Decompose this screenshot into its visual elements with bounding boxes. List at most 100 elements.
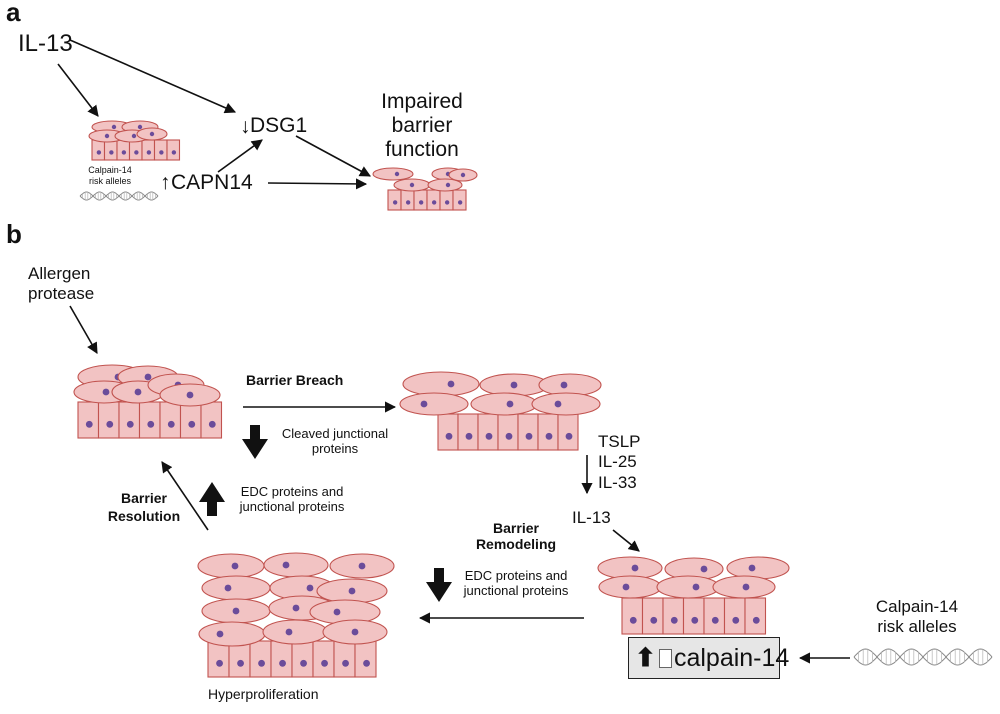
calpain-up-arrow: ⬆ (635, 644, 656, 672)
cell-nucleus (394, 171, 400, 177)
basal-cell (118, 401, 141, 439)
basal-cell (200, 401, 223, 439)
basal-cell (477, 413, 499, 451)
risk-alleles-a-line-2: risk alleles (88, 176, 131, 187)
basal-cell (400, 189, 415, 211)
cell-nucleus (554, 400, 562, 408)
dsg1-label: DSG1 (250, 114, 308, 137)
cell-nucleus (510, 381, 518, 389)
edc-up-label: EDC proteins and junctional proteins (228, 484, 356, 515)
arrow-il13-to-tissue-b (612, 529, 640, 552)
tissue-b-breached (399, 371, 602, 451)
barrier-remodeling-label: Barrier Remodeling (466, 520, 566, 552)
squamous-cell (399, 392, 469, 416)
cell-nucleus (711, 616, 719, 624)
remodeling-line-2: Remodeling (475, 536, 557, 553)
basal-cell (103, 139, 118, 161)
cell-nucleus (111, 124, 117, 130)
basal-cell (457, 413, 479, 451)
impaired-line-3: function (385, 137, 459, 161)
cell-nucleus (447, 380, 455, 388)
arrow-capn14-to-impaired (267, 178, 368, 190)
cell-nucleus (321, 659, 328, 667)
basal-cell (166, 139, 181, 161)
edc-down-line-2: junctional proteins (463, 582, 569, 598)
basal-cell (270, 640, 293, 678)
cell-nucleus (445, 432, 453, 440)
cytokine-il25: IL-25 (598, 452, 637, 472)
basal-cell (439, 189, 454, 211)
basal-cell (744, 597, 767, 635)
arrow-il13-to-dsg1 (69, 39, 237, 114)
squamous-cell (598, 575, 662, 599)
cell-nucleus (431, 200, 437, 205)
cell-nucleus (742, 583, 750, 591)
squamous-cell (470, 392, 538, 416)
cell-nucleus (342, 659, 349, 667)
cell-nucleus (670, 616, 678, 624)
basal-cell (517, 413, 539, 451)
cell-nucleus (460, 172, 466, 178)
impaired-barrier-function-label: Impaired barrier function (372, 90, 472, 162)
cell-nucleus (333, 608, 341, 616)
risk-alleles-b-line-1: Calpain-14 (875, 597, 959, 616)
basal-cell (354, 640, 377, 678)
cleaved-junctional-proteins-label: Cleaved junctional proteins (270, 426, 400, 457)
squamous-cell (372, 167, 414, 181)
cell-nucleus (363, 659, 370, 667)
cell-nucleus (692, 583, 700, 591)
cell-nucleus (126, 420, 134, 428)
basal-cell (249, 640, 272, 678)
allergen-line-2: protease (28, 283, 95, 303)
tissue-b-hyperproliferation (197, 552, 395, 678)
cell-nucleus (131, 133, 137, 139)
cell-nucleus (146, 150, 152, 155)
basal-cell (452, 189, 467, 211)
remodeling-line-1: Barrier (493, 520, 539, 536)
cell-nucleus (392, 200, 398, 205)
cell-nucleus (216, 630, 224, 638)
allergen-line-1: Allergen (28, 264, 91, 283)
basal-cell (641, 597, 664, 635)
squamous-cell (402, 371, 480, 397)
cell-nucleus (465, 432, 473, 440)
cell-nucleus (691, 616, 699, 624)
capn14-label: CAPN14 (171, 171, 253, 194)
resolution-line-2: Resolution (107, 507, 181, 524)
basal-cell (153, 139, 168, 161)
edc-down-line-1: EDC proteins and (464, 568, 568, 583)
il13-label-b: IL-13 (572, 508, 611, 527)
cell-nucleus (405, 200, 411, 205)
basal-cell (159, 401, 182, 439)
cell-nucleus (258, 659, 265, 667)
impaired-line-2: barrier (391, 113, 453, 137)
cell-nucleus (560, 381, 568, 389)
edc-up-line-2: junctional proteins (239, 498, 345, 514)
cell-nucleus (505, 432, 513, 440)
basal-cell (116, 139, 131, 161)
cleaved-line-1: Cleaved junctional (281, 426, 389, 441)
basal-cell (312, 640, 335, 678)
risk-alleles-label-a: Calpain-14 risk alleles (82, 165, 138, 188)
calpain-14-box: ⬆calpain-14 (628, 637, 789, 679)
cell-nucleus (525, 432, 533, 440)
cell-nucleus (748, 564, 756, 572)
cell-nucleus (545, 432, 553, 440)
cell-nucleus (134, 388, 142, 396)
cell-nucleus (121, 150, 127, 155)
cell-nucleus (409, 182, 415, 188)
cell-nucleus (358, 562, 366, 570)
cell-nucleus (232, 607, 240, 615)
dna-helix-icon-a (79, 191, 159, 201)
basal-cell (387, 189, 402, 211)
cell-nucleus (457, 200, 463, 205)
cell-nucleus (292, 604, 300, 612)
resolution-line-1: Barrier (121, 490, 167, 506)
cell-nucleus (300, 659, 307, 667)
cytokines-label: TSLP IL-25 IL-33 (598, 432, 641, 493)
cleaved-line-2: proteins (311, 440, 359, 456)
cell-nucleus (485, 432, 493, 440)
squamous-cell (197, 553, 265, 579)
basal-cell (97, 401, 120, 439)
